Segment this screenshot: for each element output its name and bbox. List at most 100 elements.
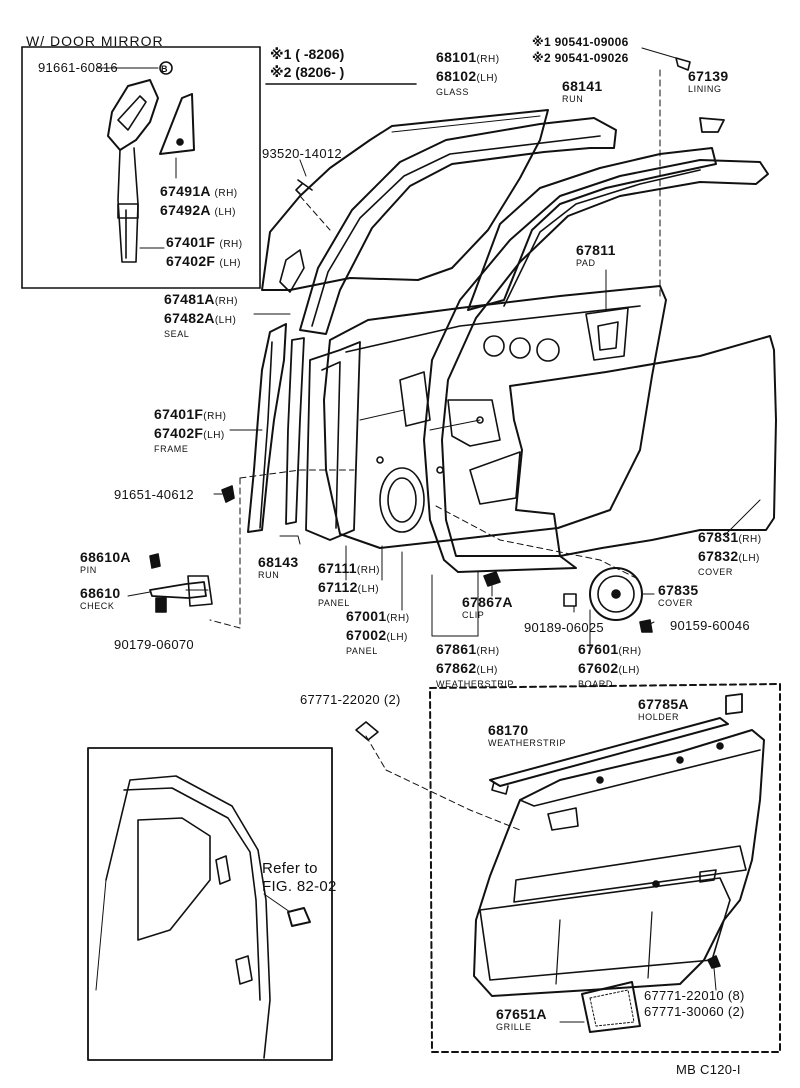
pn-67861: 67861 [436, 641, 477, 657]
qty-8: (8) [727, 988, 745, 1003]
speaker-grille [559, 981, 641, 1033]
label-68610A: 68610A PIN [80, 549, 131, 575]
label-67481A: 67481A(RH) 67482A(LH) SEAL [164, 291, 238, 339]
pn-67835: 67835 [658, 582, 699, 598]
pn-67771-22020: 67771-22020 [300, 692, 380, 707]
pn-67491A: 67491A [160, 183, 211, 199]
part-name-weatherstrip: WEATHERSTRIP [436, 679, 515, 689]
part-name-glass: GLASS [436, 87, 470, 97]
pn-67002: 67002 [346, 627, 387, 643]
pn-68170: 68170 [488, 722, 529, 738]
pn-90541-09026: ※2 90541-09026 [532, 51, 629, 65]
part-name-run: RUN [562, 94, 584, 104]
pn-67771-30060: 67771-30060 [644, 1004, 724, 1019]
speaker-cover [589, 567, 643, 621]
pn-67401F: 67401F [166, 234, 216, 250]
side-rh: (RH) [214, 296, 238, 307]
label-inset-67401F: 67401F (RH) 67402F (LH) [166, 234, 243, 272]
door-mirror-inset [21, 46, 261, 289]
side-rh: (RH) [476, 54, 500, 65]
side-lh: (LH) [357, 584, 380, 595]
pn-67481A: 67481A [164, 291, 215, 307]
side-rh: (RH) [618, 646, 642, 657]
door-trim-box [429, 683, 781, 1053]
pn-67602: 67602 [578, 660, 619, 676]
label-90541: ※1 90541-09006 ※2 90541-09026 [532, 34, 629, 66]
part-name-weatherstrip: WEATHERSTRIP [488, 738, 567, 748]
side-lh: (LH) [476, 665, 498, 676]
side-rh: (RH) [356, 565, 380, 576]
bolt-part-number: 91661-60816 [38, 60, 118, 75]
part-name-run: RUN [258, 570, 280, 580]
part-name-holder: HOLDER [638, 712, 680, 722]
side-lh: (LH) [214, 207, 236, 218]
side-rh: (RH) [219, 239, 243, 250]
pn-68610: 68610 [80, 585, 121, 601]
side-rh: (RH) [738, 534, 762, 545]
glass-run [299, 117, 617, 335]
label-67001: 67001(RH) 67002(LH) PANEL [346, 608, 410, 656]
qty-2: (2) [383, 692, 401, 707]
part-name-grille: GRILLE [496, 1022, 532, 1032]
door-trim-board [473, 729, 765, 997]
inner-door-panel [323, 285, 667, 549]
door-frame-run [247, 323, 305, 533]
label-67811: 67811 PAD [576, 242, 616, 268]
label-67771-22020: 67771-22020 (2) [300, 692, 401, 708]
label-67401F: 67401F(RH) 67402F(LH) FRAME [154, 406, 226, 454]
refer-line-2: FIG. 82-02 [262, 878, 337, 895]
label-67835: 67835 COVER [658, 582, 698, 608]
side-lh: (LH) [203, 430, 225, 441]
door-weatherstrip [423, 159, 769, 573]
legend-row-2: ※2 (8206- ) [270, 64, 344, 81]
pn-67771-22010: 67771-22010 [644, 988, 724, 1003]
pn-90541-09006: ※1 90541-09006 [532, 35, 629, 49]
label-67771-22010: 67771-22010 (8) 67771-30060 (2) [644, 988, 745, 1020]
side-rh: (RH) [476, 646, 500, 657]
pn-67785A: 67785A [638, 696, 689, 712]
pn-67401F: 67401F [154, 406, 204, 422]
legend-range-1: ( -8206) [295, 46, 345, 62]
pn-67482A: 67482A [164, 310, 215, 326]
pn-67001: 67001 [346, 608, 387, 624]
part-name-lining: LINING [688, 84, 722, 94]
part-name-clip: CLIP [462, 610, 485, 620]
label-90189: 90189-06025 [524, 620, 604, 635]
label-68170: 68170 WEATHERSTRIP [488, 722, 566, 748]
door-service-cover [509, 335, 777, 557]
part-name-panel: PANEL [346, 646, 378, 656]
label-67861: 67861(RH) 67862(LH) WEATHERSTRIP [436, 641, 514, 689]
outer-door-panel [305, 341, 361, 541]
pn-67111: 67111 [318, 560, 357, 576]
part-name-frame: FRAME [154, 444, 189, 454]
label-67651A: 67651A GRILLE [496, 1006, 547, 1032]
refer-line-1: Refer to [262, 860, 318, 877]
pn-67867A: 67867A [462, 594, 513, 610]
bolt-mark-b: B [161, 64, 168, 74]
side-rh: (RH) [214, 188, 238, 199]
door-check [149, 553, 213, 613]
label-68101: 68101(RH) 68102(LH) GLASS [436, 49, 500, 97]
qty-2: (2) [727, 1004, 745, 1019]
part-name-check: CHECK [80, 601, 115, 611]
side-lh: (LH) [219, 258, 241, 269]
label-67601: 67601(RH) 67602(LH) BOARD [578, 641, 642, 689]
door-frame-outer [467, 147, 717, 311]
side-lh: (LH) [214, 315, 237, 326]
refer-note: Refer to FIG. 82-02 [262, 860, 337, 896]
part-name-board: BOARD [578, 679, 614, 689]
screw-93520 [295, 159, 313, 195]
part-name-pad: PAD [576, 258, 596, 268]
mirror-inset-title: W/ DOOR MIRROR [26, 33, 164, 49]
part-name-pin: PIN [80, 565, 97, 575]
pn-67139: 67139 [688, 68, 729, 84]
refer-inset [87, 747, 333, 1061]
label-67831: 67831(RH) 67832(LH) COVER [698, 529, 762, 577]
legend-mark-2: ※2 [270, 64, 292, 80]
pn-67811: 67811 [576, 242, 616, 258]
door-glass [261, 109, 549, 293]
figure-code: MB C120-I [676, 1062, 741, 1077]
side-rh: (RH) [386, 613, 410, 624]
label-90179: 90179-06070 [114, 637, 194, 652]
